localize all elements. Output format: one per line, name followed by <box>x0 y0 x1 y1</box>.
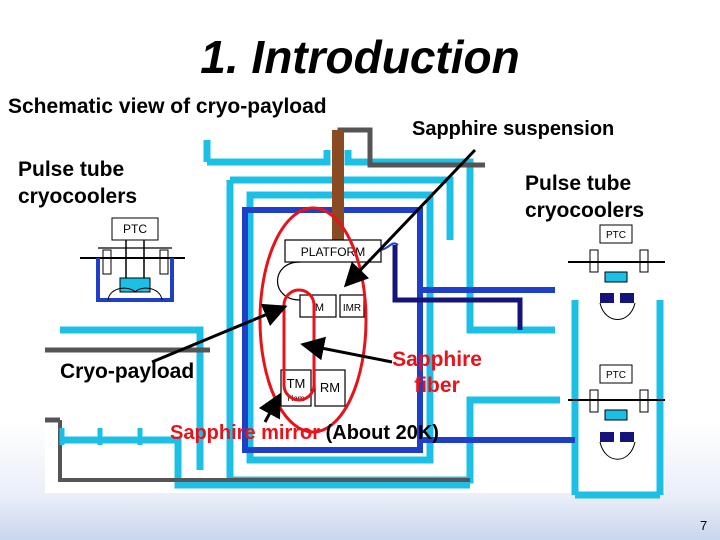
page-number: 7 <box>700 518 708 533</box>
rm-text: RM <box>320 380 340 395</box>
ptc-right-label: Pulse tube cryocoolers <box>525 172 645 222</box>
schematic-label: Schematic view of cryo-payload <box>8 95 327 118</box>
platform-text: PLATFORM <box>301 245 365 259</box>
schematic-panel <box>45 145 665 493</box>
imr-text: IMR <box>343 303 361 314</box>
pointer-arrows <box>151 148 477 423</box>
sapphire-suspension-arrow <box>343 148 477 288</box>
im-box <box>299 294 337 318</box>
imr-box <box>339 294 365 318</box>
bottom-shield-ticks <box>59 428 143 445</box>
ptc-unit-right-top: PTC <box>568 224 665 320</box>
sapphire-mirror-label: Sapphire mirror (About 20K) <box>170 422 439 445</box>
sapphire-fiber-arrow <box>300 336 393 364</box>
platform-wire <box>380 242 399 251</box>
tm-text: TM <box>287 376 306 391</box>
sapphire-fiber-label: Sapphire fiber <box>392 348 482 397</box>
ptc-right-top-text: PTC <box>606 230 626 241</box>
navy-link <box>392 245 523 330</box>
ptc-left-label: Pulse tube cryocoolers <box>18 158 138 208</box>
sapphire-suspension-highlight <box>258 206 368 434</box>
rm-box <box>314 369 346 407</box>
cryo-payload-arrow <box>151 303 288 364</box>
sapphire-suspension-label: Sapphire suspension <box>412 118 615 140</box>
sapphire-mirror-label-red: Sapphire mirror <box>170 422 321 444</box>
sapphire-mirror-arrow <box>258 392 281 423</box>
ptc-unit-left: PTC <box>80 217 185 302</box>
cryo-payload-label: Cryo-payload <box>60 360 195 383</box>
sapphire-mirror-label-temp: (About 20K) <box>320 422 439 444</box>
ptc-left-text: PTC <box>123 222 147 236</box>
ptc-unit-right-bottom: PTC <box>568 364 665 460</box>
platform-cable <box>276 261 301 301</box>
ptc-right-bottom-text: PTC <box>606 370 626 381</box>
slide-title: 1. Introduction <box>200 31 520 83</box>
blue-shield <box>242 207 575 453</box>
suspension-rod <box>332 130 344 242</box>
inner-radiation-shield <box>230 176 454 464</box>
